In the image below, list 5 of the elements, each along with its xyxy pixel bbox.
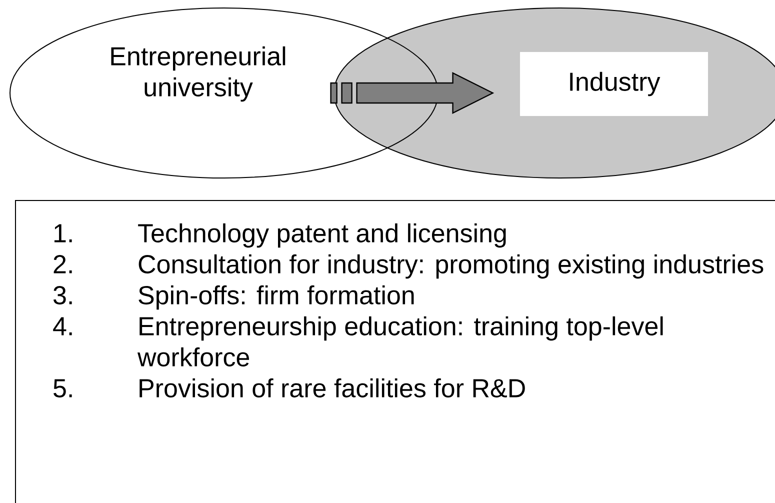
ellipse xyxy=(10,8,438,178)
list-box: 1. Technology patent and licensing 2. Consultation for industry: promoting existing industries 3. Spin-offs: firm formation 4. Entrepreneurship education: training top-level workforce 5. Provision of rare facilities for R&D xyxy=(15,200,775,503)
industry-box: Industry xyxy=(520,52,708,116)
block-arrow xyxy=(330,72,494,114)
node-label: Entrepreneurial university xyxy=(111,46,286,102)
